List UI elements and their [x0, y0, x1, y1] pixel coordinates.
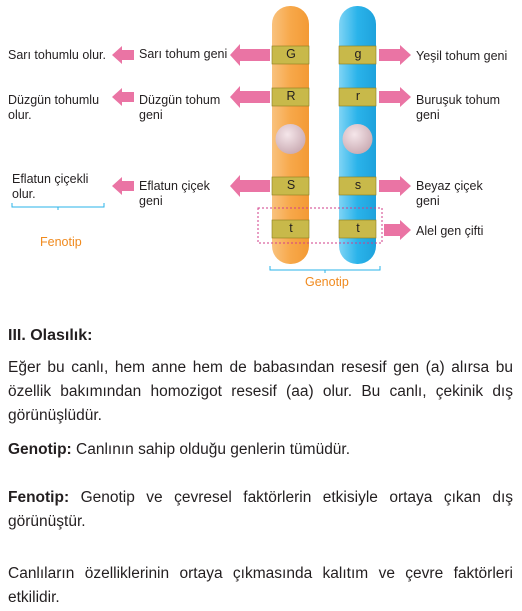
phenotype-purple-flower: Eflatun çiçekli olur. [12, 172, 89, 201]
gene-label-smooth-seed: Düzgün tohum geni [139, 93, 221, 122]
gene-bands [271, 45, 377, 239]
allele-left-2: R [286, 89, 296, 103]
phenotype-bracket [11, 203, 105, 210]
genotip-caption: Genotip [305, 275, 349, 289]
fenotip-term: Fenotip: [8, 489, 70, 506]
paragraph-homozygous: Eğer bu canlı, hem anne hem de babasında… [8, 359, 513, 424]
allele-right-3: s [354, 178, 362, 192]
right-arrows [379, 45, 411, 240]
gene-label-purple-flower: Eflatun çiçek geni [139, 179, 210, 208]
fenotip-def-text: Genotip ve çevresel faktörlerin etkisiyl… [8, 489, 513, 530]
gene-label-white-flower: Beyaz çiçek geni [416, 179, 483, 208]
section-heading: III. Olasılık: [8, 327, 93, 344]
gene-label-wrinkled-seed: Buruşuk tohum geni [416, 93, 501, 122]
paragraph-heredity-environment: Canlıların özelliklerinin ortaya çıkması… [8, 565, 513, 606]
gene-label-green-seed: Yeşil tohum geni [416, 49, 508, 63]
genotip-def-text: Canlının sahip olduğu genlerin tümüdür. [71, 441, 351, 458]
gene-label-yellow-seed: Sarı tohum geni [139, 47, 228, 61]
allele-left-3: S [286, 178, 296, 192]
chromosome-figure [11, 6, 411, 273]
allele-pair-box [257, 207, 383, 244]
fenotip-caption: Fenotip [40, 235, 82, 249]
right-centromere [342, 124, 373, 154]
genotype-bracket [269, 266, 381, 273]
genotip-term: Genotip: [8, 441, 72, 458]
allele-right-4: t [356, 221, 360, 235]
gene-label-allele-pair: Alel gen çifti [416, 224, 484, 238]
genotip-definition: Genotip: Canlının sahip olduğu genlerin … [8, 438, 513, 462]
left-centromere [275, 124, 306, 154]
phenotype-yellow-seed: Sarı tohumlu olur. [8, 48, 106, 62]
allele-right-1: g [354, 47, 362, 61]
left-arrows [112, 44, 270, 197]
fenotip-definition: Fenotip: Genotip ve çevresel faktörlerin… [8, 486, 513, 534]
allele-left-1: G [286, 47, 296, 61]
allele-left-4: t [289, 221, 293, 235]
allele-right-2: r [355, 89, 361, 103]
phenotype-smooth-seed: Düzgün tohumlu olur. [8, 93, 100, 122]
